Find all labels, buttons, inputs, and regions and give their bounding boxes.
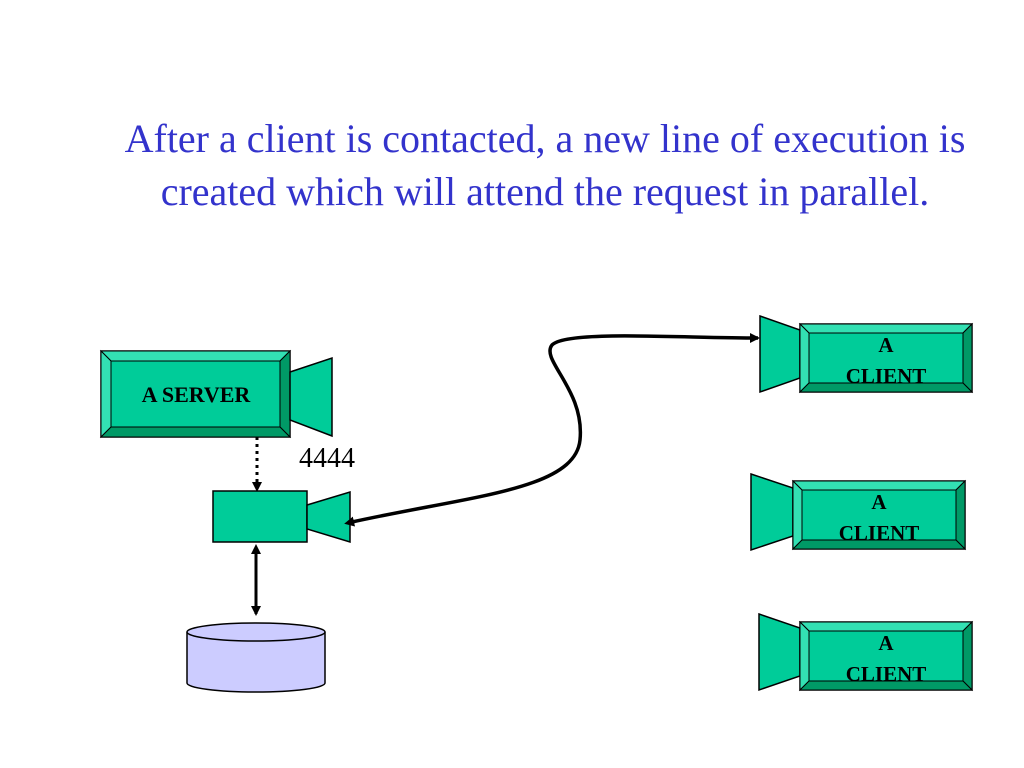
client-node-3: A CLIENT bbox=[758, 612, 974, 692]
client-label-line1: A bbox=[871, 490, 887, 514]
thread-node bbox=[212, 490, 351, 544]
server-label: A SERVER bbox=[142, 382, 252, 407]
client-node-1: A CLIENT bbox=[759, 314, 974, 394]
port-number-label: 4444 bbox=[299, 443, 355, 474]
client-label-line2: CLIENT bbox=[846, 364, 927, 388]
client-label-line2: CLIENT bbox=[839, 521, 920, 545]
thread-socket-icon bbox=[306, 490, 351, 544]
client-socket-icon bbox=[759, 314, 801, 394]
database-node bbox=[186, 622, 326, 693]
client-label-line1: A bbox=[878, 631, 894, 655]
client-connection-arrow bbox=[344, 332, 760, 527]
client-socket-icon bbox=[750, 472, 794, 552]
server-node: A SERVER bbox=[99, 349, 333, 439]
client-label-line2: CLIENT bbox=[846, 662, 927, 686]
client-socket-icon bbox=[758, 612, 801, 692]
server-socket-icon bbox=[289, 356, 333, 438]
client-node-2: A CLIENT bbox=[750, 472, 967, 552]
slide-title: After a client is contacted, a new line … bbox=[124, 116, 966, 214]
thread-box bbox=[212, 490, 308, 543]
database-cylinder-icon bbox=[186, 632, 326, 693]
client-label-line1: A bbox=[878, 333, 894, 357]
